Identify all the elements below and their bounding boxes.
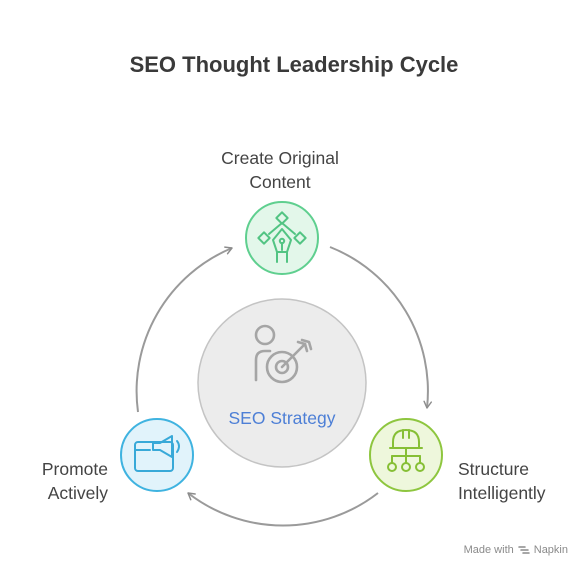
center-label: SEO Strategy bbox=[228, 408, 336, 428]
person-target-icon bbox=[254, 324, 313, 384]
pen-nib-icon bbox=[257, 211, 307, 263]
arrow-top-to-right bbox=[329, 246, 432, 409]
hierarchy-icon bbox=[387, 429, 425, 472]
create-content-label: Create Original Content bbox=[180, 146, 380, 194]
promote-node bbox=[120, 418, 194, 492]
footer-watermark: Made with Napkin bbox=[464, 544, 568, 556]
napkin-logo-icon bbox=[518, 546, 530, 554]
promote-label-line-2: Actively bbox=[47, 483, 108, 503]
megaphone-icon bbox=[134, 435, 180, 472]
promote-label: Promote Actively bbox=[10, 457, 108, 505]
made-with-text: Made with bbox=[463, 544, 514, 556]
create-content-label-line-1: Create Original bbox=[221, 148, 339, 168]
create-content-label-line-2: Content bbox=[249, 172, 311, 192]
structure-label-line-2: Intelligently bbox=[458, 483, 546, 503]
arrow-right-to-left bbox=[187, 492, 379, 527]
promote-label-line-1: Promote bbox=[41, 459, 108, 479]
structure-label: Structure Intelligently bbox=[458, 457, 546, 505]
napkin-brand-text: Napkin bbox=[533, 544, 568, 556]
page-title: SEO Thought Leadership Cycle bbox=[129, 52, 459, 77]
arrow-left-to-top bbox=[135, 246, 233, 413]
structure-label-line-1: Structure bbox=[458, 459, 529, 479]
